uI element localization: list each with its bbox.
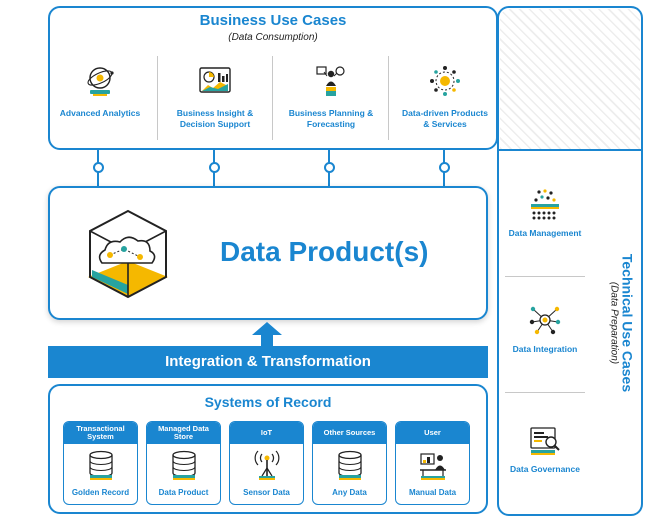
divider bbox=[388, 56, 389, 140]
database-icon bbox=[337, 450, 362, 480]
system-card-header: User bbox=[396, 422, 469, 444]
system-card-header: Other Sources bbox=[313, 422, 386, 444]
system-card-header: Transactional System bbox=[64, 422, 137, 444]
system-card-header: Managed Data Store bbox=[147, 422, 220, 444]
technical-item-label: Data Governance bbox=[510, 464, 580, 474]
business-item-data-driven-products[interactable]: Data-driven Products & Services bbox=[399, 64, 491, 129]
user-desk-icon bbox=[419, 453, 446, 480]
technical-item-data-governance[interactable]: Data Governance bbox=[505, 424, 585, 475]
dashboard-monitor-icon bbox=[199, 67, 231, 93]
business-use-cases-panel bbox=[48, 6, 498, 150]
business-item-label: Data-driven Products & Services bbox=[402, 108, 488, 129]
business-item-insight-decision[interactable]: Business Insight & Decision Support bbox=[169, 64, 261, 129]
systems-of-record-title: Systems of Record bbox=[204, 394, 332, 410]
data-product-title: Data Product(s) bbox=[220, 236, 429, 267]
system-card-managed-store[interactable]: Managed Data Store Data Product bbox=[146, 421, 221, 505]
database-icon bbox=[171, 450, 196, 480]
data-management-icon bbox=[531, 189, 559, 220]
technical-use-cases-subtitle: (Data Preparation) bbox=[608, 281, 620, 365]
arrow-up-icon bbox=[252, 322, 282, 348]
business-item-label: Business Insight & Decision Support bbox=[176, 108, 254, 129]
technical-item-label: Data Integration bbox=[512, 344, 578, 354]
system-card-footer: Sensor Data bbox=[243, 488, 290, 497]
divider bbox=[272, 56, 273, 140]
system-card-footer: Golden Record bbox=[71, 488, 130, 497]
connector-node bbox=[209, 162, 220, 173]
business-item-advanced-analytics[interactable]: Advanced Analytics bbox=[54, 64, 146, 119]
business-use-cases-subtitle: (Data Consumption) bbox=[228, 32, 318, 43]
system-card-footer: Data Product bbox=[158, 488, 209, 497]
business-use-cases-title: Business Use Cases bbox=[199, 12, 347, 29]
system-card-transactional[interactable]: Transactional System Golden Record bbox=[63, 421, 138, 505]
integration-transformation-bar: Integration & Transformation bbox=[48, 346, 488, 378]
system-card-other-sources[interactable]: Other Sources Any Data bbox=[312, 421, 387, 505]
divider bbox=[505, 392, 585, 393]
sensor-antenna-icon bbox=[254, 450, 279, 480]
analytics-orb-icon bbox=[87, 67, 114, 96]
connector-node bbox=[324, 162, 335, 173]
system-card-header: IoT bbox=[230, 422, 303, 444]
technical-item-data-integration[interactable]: Data Integration bbox=[505, 304, 585, 355]
technical-item-label: Data Management bbox=[508, 228, 582, 238]
divider bbox=[157, 56, 158, 140]
technical-use-cases-title: Technical Use Cases bbox=[619, 253, 636, 393]
data-network-icon bbox=[430, 66, 460, 96]
data-integration-icon bbox=[529, 306, 561, 335]
business-item-label: Business Planning & Forecasting bbox=[288, 108, 374, 129]
database-icon bbox=[88, 450, 113, 480]
system-card-footer: Any Data bbox=[332, 488, 367, 497]
data-governance-icon bbox=[530, 427, 560, 455]
business-item-label: Advanced Analytics bbox=[59, 108, 141, 118]
business-item-planning-forecasting[interactable]: Business Planning & Forecasting bbox=[285, 64, 377, 129]
planning-person-icon bbox=[316, 66, 345, 96]
technical-item-data-management[interactable]: Data Management bbox=[505, 188, 585, 239]
technical-use-cases-heading: Technical Use Cases (Data Preparation) bbox=[608, 248, 636, 398]
system-card-iot[interactable]: IoT Sensor Data bbox=[229, 421, 304, 505]
hatched-placeholder bbox=[500, 9, 640, 149]
connector-node bbox=[93, 162, 104, 173]
system-card-footer: Manual Data bbox=[408, 488, 457, 497]
divider bbox=[497, 149, 643, 151]
connector-node bbox=[439, 162, 450, 173]
divider bbox=[505, 276, 585, 277]
data-cube-cloud-icon bbox=[88, 209, 168, 299]
system-card-user[interactable]: User Manual Data bbox=[395, 421, 470, 505]
